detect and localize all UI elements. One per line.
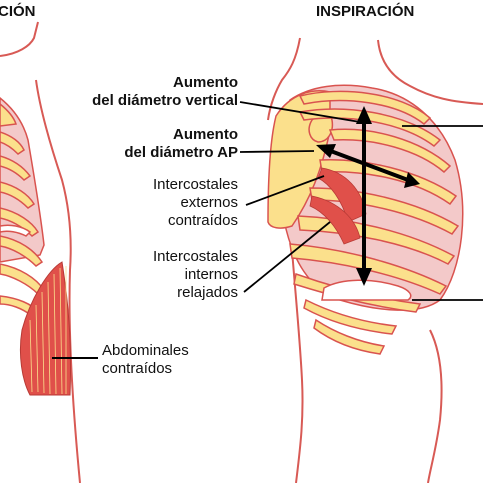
label-abdominals-2: contraídos: [102, 360, 173, 377]
right-diameter-arrows: [316, 106, 420, 286]
right-leader-lines: [239, 101, 483, 301]
left-abdominal-muscle: [19, 261, 72, 396]
label-vertical-diameter-1: Aumento: [173, 74, 238, 91]
label-abdominals-1: Abdominales: [102, 342, 189, 359]
label-ap-diameter-1: Aumento: [173, 126, 238, 143]
right-intercostal-muscles: [309, 167, 367, 245]
left-body-outline: [0, 21, 81, 483]
label-external-intercostals-3: contraídos: [167, 212, 238, 229]
label-external-intercostals-2: externos: [180, 194, 238, 211]
label-external-intercostals-1: Intercostales: [152, 176, 238, 193]
label-internal-intercostals-1: Intercostales: [152, 248, 238, 265]
label-vertical-diameter-2: del diámetro vertical: [92, 92, 238, 109]
right-panel-title: INSPIRACIÓN: [316, 3, 415, 20]
left-ribcage: [0, 97, 46, 317]
label-internal-intercostals-3: relajados: [177, 284, 238, 301]
label-internal-intercostals-2: internos: [184, 266, 238, 283]
left-panel-title: CIÓN: [0, 3, 36, 20]
label-ap-diameter-2: del diámetro AP: [124, 144, 238, 161]
